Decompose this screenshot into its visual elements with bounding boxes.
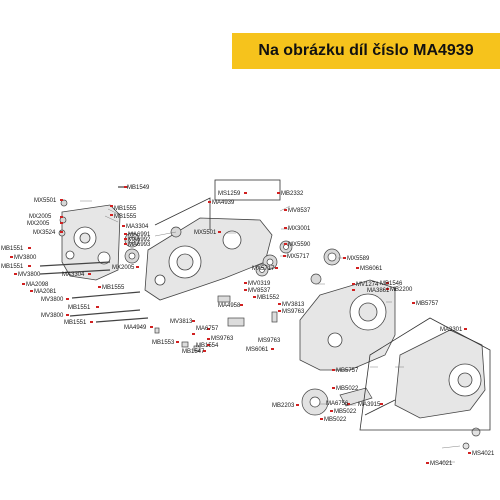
part-label: MV3813 xyxy=(282,302,305,308)
left-crankcase-part xyxy=(61,204,121,281)
part-label: MV0319 xyxy=(248,281,271,287)
part-label: MV3800 xyxy=(41,297,64,303)
part-label: MB1553 xyxy=(152,340,175,346)
part-label: MB5022 xyxy=(324,417,347,423)
part-label: MX5501 xyxy=(34,198,57,204)
part-label: MX3001 xyxy=(288,226,311,232)
part-label: MS1259 xyxy=(218,191,241,197)
marker-dots xyxy=(10,186,471,464)
part-label: MB1551 xyxy=(1,264,24,270)
studs-group xyxy=(39,186,149,323)
part-label: MB1554 xyxy=(196,343,219,349)
transmission-cover-part xyxy=(299,279,396,371)
main-crankcase-part xyxy=(144,217,273,301)
banner-title: Na obrázku díl číslo MA4939 xyxy=(258,42,474,59)
part-label: MB1551 xyxy=(68,305,91,311)
part-label: MX5590 xyxy=(288,242,311,248)
part-label: MS4021 xyxy=(472,451,495,457)
part-label: MB1549 xyxy=(127,185,150,191)
part-label: MA3915 xyxy=(358,402,381,408)
part-label: MV8537 xyxy=(248,288,271,294)
group-outlines xyxy=(154,179,491,431)
part-label: MA6992 xyxy=(128,237,151,243)
part-label: MS4021 xyxy=(430,461,453,467)
part-label: MB1547 xyxy=(182,349,205,355)
part-label: MA4939 xyxy=(212,200,235,206)
part-label: MB2203 xyxy=(272,403,295,409)
part-label: MB1551 xyxy=(64,320,87,326)
part-label: MA3304 xyxy=(126,224,149,230)
part-label: MS9763 xyxy=(282,309,305,315)
part-label: MB1552 xyxy=(257,295,280,301)
part-label: MB1555 xyxy=(102,285,125,291)
part-label: MA6756 xyxy=(326,401,349,407)
part-label: MA3861 xyxy=(367,288,390,294)
part-label: MV3800 xyxy=(14,255,37,261)
part-label: MX3524 xyxy=(33,230,56,236)
part-label: MV3813 xyxy=(170,319,193,325)
part-labels: MB1549 MX5501 MB1555 MB1555 MX2005 MX200… xyxy=(1,185,495,467)
part-label: MX2005 xyxy=(27,221,50,227)
gear-part xyxy=(301,387,481,450)
part-label: MB1555 xyxy=(114,214,137,220)
part-label: MS6061 xyxy=(246,347,269,353)
part-label: MA4958 xyxy=(218,303,241,309)
part-label: MV3800 xyxy=(41,313,64,319)
part-label: MV8537 xyxy=(288,208,311,214)
part-label: MX5501 xyxy=(194,230,217,236)
part-label: MA3301 xyxy=(440,327,463,333)
part-label: MX5589 xyxy=(347,256,370,262)
part-label: MB2332 xyxy=(281,191,304,197)
part-number-banner: Na obrázku díl číslo MA4939 xyxy=(232,33,500,69)
part-label: MA4949 xyxy=(124,325,147,331)
part-label: MA2081 xyxy=(34,289,57,295)
part-label: MX5717 xyxy=(252,266,275,272)
part-label: MA6993 xyxy=(128,242,151,248)
part-label: MA3304 xyxy=(62,272,85,278)
part-label: MB1546 xyxy=(380,281,403,287)
part-label: MA6757 xyxy=(196,326,219,332)
part-label: MB5757 xyxy=(336,368,359,374)
part-label: MA2098 xyxy=(26,282,49,288)
small-parts-group xyxy=(154,295,278,352)
outer-cover-part xyxy=(394,329,486,419)
part-label: MX2005 xyxy=(29,214,52,220)
part-label: MB5022 xyxy=(336,386,359,392)
part-label: MA6991 xyxy=(128,232,151,238)
part-label: MB5022 xyxy=(334,409,357,415)
part-label: MS9763 xyxy=(211,336,234,342)
bearings-group xyxy=(58,199,341,285)
part-label: MV1274 xyxy=(356,282,379,288)
part-label: MS9763 xyxy=(258,338,281,344)
part-label: MB5757 xyxy=(416,301,439,307)
part-label: MV3800 xyxy=(18,272,41,278)
part-label: MX2005 xyxy=(112,265,135,271)
part-label: MS6061 xyxy=(360,266,383,272)
part-label: MX5717 xyxy=(287,254,310,260)
part-label: MB1551 xyxy=(1,246,24,252)
part-label: MB1555 xyxy=(114,206,137,212)
part-label: MB2200 xyxy=(390,287,413,293)
